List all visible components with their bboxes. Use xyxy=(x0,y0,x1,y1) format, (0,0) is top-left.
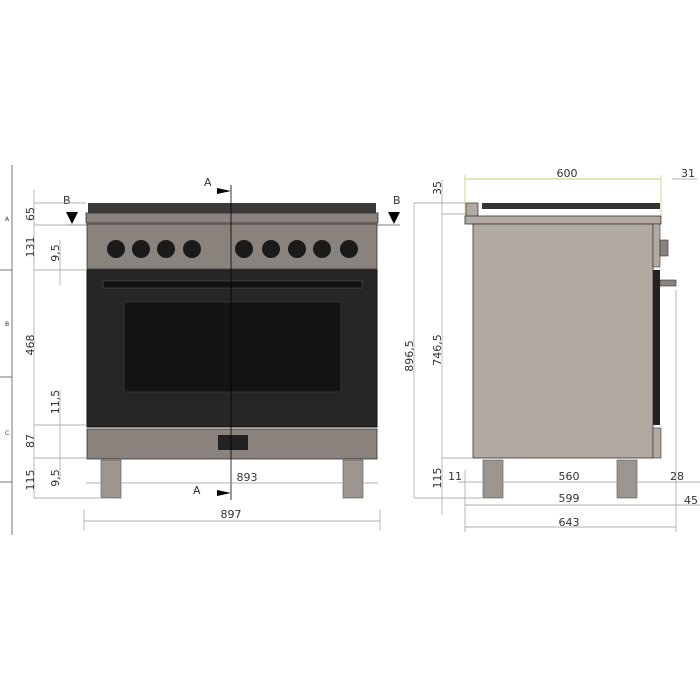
badge xyxy=(218,435,248,450)
control-knobs xyxy=(107,240,358,258)
dim-top-height: 35 xyxy=(431,181,444,195)
knob-icon xyxy=(107,240,125,258)
dim-door-height: 468 xyxy=(24,335,37,356)
dim-door-gap: 11,5 xyxy=(49,390,62,415)
section-label-b-right: B xyxy=(393,194,401,207)
control-panel xyxy=(86,223,378,270)
dim-body-depth: 599 xyxy=(559,492,580,505)
zone-label-b: B xyxy=(5,321,9,328)
knob-icon xyxy=(288,240,306,258)
dim-plinth-height: 87 xyxy=(24,434,37,448)
dim-leg-gap: 9,5 xyxy=(49,469,62,487)
dim-depth-top: 600 xyxy=(557,167,578,180)
zone-label-c: C xyxy=(5,430,9,437)
side-body xyxy=(472,223,654,459)
side-door xyxy=(653,270,660,425)
leg xyxy=(100,459,122,499)
dim-front-offset: 28 xyxy=(670,470,684,483)
knob-icon xyxy=(313,240,331,258)
dim-inner-width: 893 xyxy=(237,471,258,484)
dim-overall-width: 897 xyxy=(221,508,242,521)
dim-leg-height: 115 xyxy=(24,470,37,491)
side-knob xyxy=(659,239,669,257)
dim-body-height: 746,5 xyxy=(431,334,444,366)
dim-leg-spacing: 560 xyxy=(559,470,580,483)
drawing-frame: A B C xyxy=(0,165,13,535)
dim-overall-height: 896,5 xyxy=(403,340,416,372)
dim-top-height: 65 xyxy=(24,207,37,221)
cooktop xyxy=(85,212,379,224)
knob-icon xyxy=(183,240,201,258)
oven-handle xyxy=(102,280,363,289)
leg xyxy=(482,459,504,499)
knob-icon xyxy=(262,240,280,258)
dim-panel-height: 131 xyxy=(24,237,37,258)
front-view: A A B B 65 131 9,5 468 11,5 87 9,5 115 8… xyxy=(24,176,401,530)
knob-icon xyxy=(340,240,358,258)
dim-handle-protrusion: 45 xyxy=(684,494,698,507)
dim-leg-height: 115 xyxy=(431,468,444,489)
zone-label-a: A xyxy=(5,216,10,223)
dim-panel-gap: 9,5 xyxy=(49,244,62,262)
section-label-a-top: A xyxy=(204,176,212,189)
side-top xyxy=(464,215,662,225)
cooktop-grate xyxy=(88,203,376,213)
knob-icon xyxy=(235,240,253,258)
leg xyxy=(616,459,638,499)
dim-knob-protrusion: 31 xyxy=(681,167,695,180)
knob-icon xyxy=(157,240,175,258)
oven-window xyxy=(123,301,342,393)
section-label-a-bottom: A xyxy=(193,484,201,497)
side-handle xyxy=(659,279,677,287)
dim-overall-depth: 643 xyxy=(559,516,580,529)
section-label-b-left: B xyxy=(63,194,71,207)
leg xyxy=(342,459,364,499)
dim-back-offset: 11 xyxy=(448,470,462,483)
side-view: 600 31 35 896,5 746,5 115 11 560 28 599 … xyxy=(403,167,700,532)
side-grate xyxy=(482,203,660,209)
knob-icon xyxy=(132,240,150,258)
